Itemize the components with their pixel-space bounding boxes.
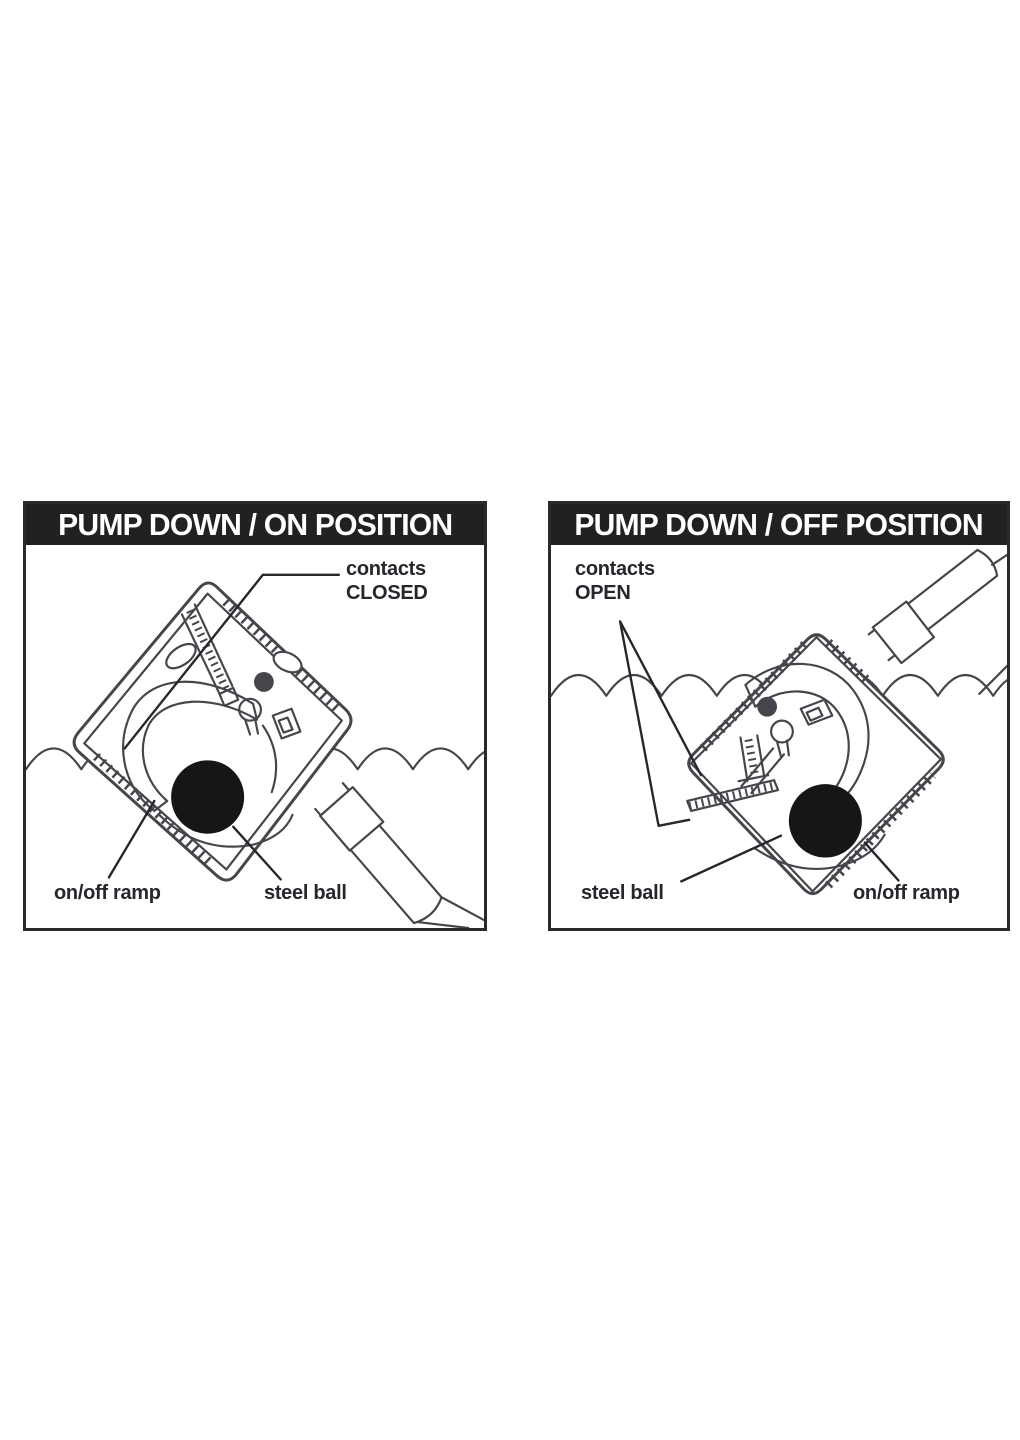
cable-collar (319, 786, 385, 852)
label-on-off-ramp: on/off ramp (54, 882, 161, 904)
leader-contacts (618, 620, 703, 827)
panel-on-body: contacts CLOSED on/off ramp steel ball (26, 545, 484, 928)
cam-arm (261, 724, 278, 794)
label-contacts-state: CLOSED (346, 582, 428, 604)
panel-on-title-bar: PUMP DOWN / ON POSITION (26, 504, 484, 545)
rocker-cradle (158, 813, 294, 848)
steel-ball-shape (171, 760, 245, 834)
rocker-wing-right (272, 650, 303, 674)
ramp-arm (686, 779, 780, 813)
contact-rail-hatch (222, 598, 342, 714)
rocker-wing-left (165, 642, 197, 670)
switch-housing-inner-wall (690, 636, 942, 893)
cam-band (122, 680, 259, 813)
contact-point (254, 672, 274, 692)
switch-housing-inner-wall (83, 592, 343, 871)
pivot-stem (244, 717, 260, 736)
cable-tails (978, 553, 1007, 695)
cable-side-hatch (825, 639, 870, 684)
power-cable (314, 782, 484, 928)
switch-mechanism (122, 603, 303, 848)
panel-pump-down-off: PUMP DOWN / OFF POSITION (548, 501, 1010, 931)
rocker-cradle (754, 833, 886, 870)
terminal-block (271, 707, 302, 740)
leader-ball (680, 834, 783, 883)
cable-tails (416, 896, 484, 928)
contact-arm (739, 734, 766, 783)
panel-on-title: PUMP DOWN / ON POSITION (57, 506, 453, 542)
ramp-rail-hatch (825, 772, 937, 889)
label-steel-ball: steel ball (581, 882, 664, 904)
panel-off-title-bar: PUMP DOWN / OFF POSITION (551, 504, 1007, 545)
label-contacts-word: contacts (575, 558, 655, 580)
contact-spring (186, 608, 230, 692)
switch-housing (72, 581, 353, 882)
panel-pump-down-on: PUMP DOWN / ON POSITION (23, 501, 487, 931)
contact-arm (180, 603, 234, 697)
terminal-inner (805, 706, 824, 722)
leader-ramp (107, 799, 156, 879)
pivot-stem (775, 739, 790, 758)
power-cable (867, 548, 1007, 695)
switch-diagram-on (26, 573, 484, 928)
switch-mechanism (686, 662, 886, 870)
leader-contacts (123, 573, 341, 750)
cam-band (744, 662, 870, 814)
steel-ball-shape (788, 784, 862, 858)
pivot-post (770, 719, 794, 744)
switch-diagram-off (551, 548, 1007, 896)
contact-foot (737, 774, 770, 783)
label-contacts-state: OPEN (575, 582, 631, 604)
label-contacts-closed: contacts CLOSED (346, 557, 428, 605)
label-contacts-open: contacts OPEN (575, 557, 655, 605)
label-steel-ball: steel ball (264, 882, 347, 904)
leader-ramp (863, 841, 900, 882)
cam-arm (740, 747, 786, 795)
label-on-off-ramp: on/off ramp (853, 882, 960, 904)
panel-off-body: contacts OPEN steel ball on/off ramp (551, 545, 1007, 928)
leader-ball (232, 825, 282, 881)
label-contacts-word: contacts (346, 558, 426, 580)
panel-off-title: PUMP DOWN / OFF POSITION (574, 506, 984, 542)
cable-collar (871, 600, 936, 665)
terminal-inner (277, 716, 294, 734)
